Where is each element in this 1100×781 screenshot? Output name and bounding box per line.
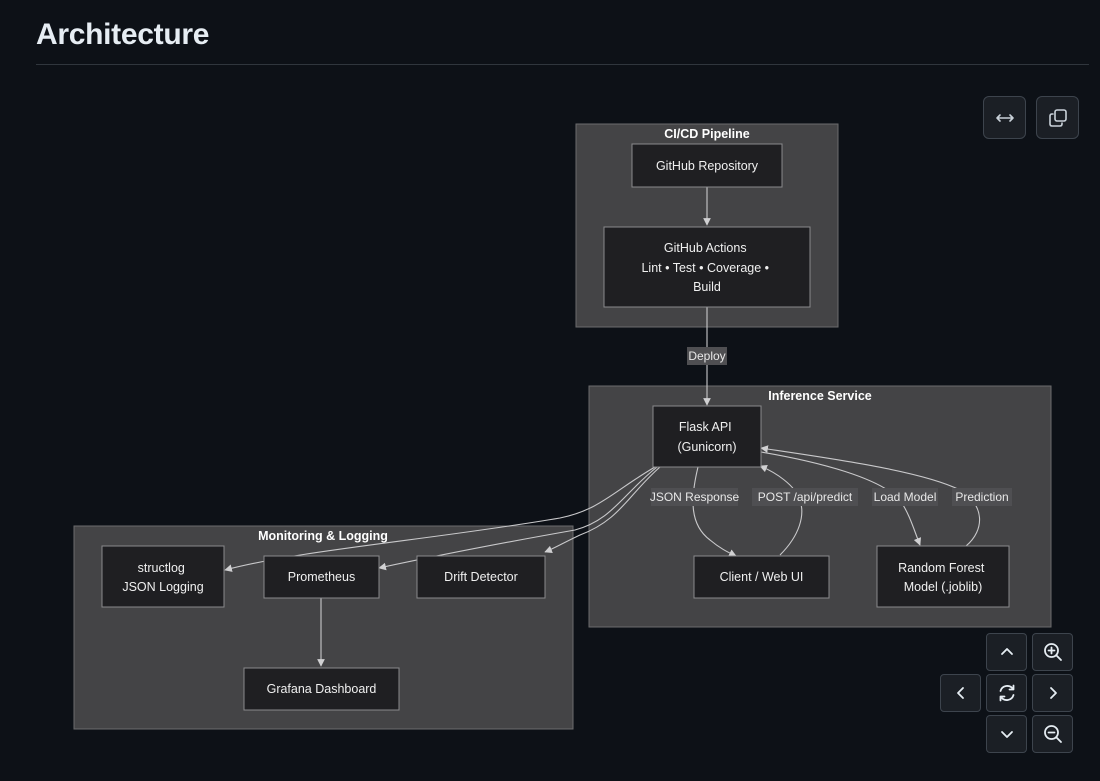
copy-button[interactable] [1036, 96, 1079, 139]
node-flask-api[interactable]: Flask API (Gunicorn) [652, 405, 762, 468]
svg-text:Prediction: Prediction [955, 490, 1008, 504]
node-structlog[interactable]: structlog JSON Logging [101, 545, 225, 608]
title-divider [36, 64, 1089, 65]
edge-label-deploy: Deploy [687, 347, 727, 365]
svg-text:Drift Detector: Drift Detector [444, 570, 518, 584]
page-title: Architecture [36, 18, 210, 51]
reset-icon [999, 684, 1014, 702]
svg-text:Random Forest Model (.jo: Random Forest Model (.joblib) [898, 561, 988, 594]
pan-down-button[interactable] [986, 715, 1027, 753]
svg-text:Grafana Dashboard: Grafana Dashboard [267, 682, 377, 696]
node-drift-detector[interactable]: Drift Detector [416, 555, 546, 599]
node-github-repository[interactable]: GitHub Repository [631, 143, 783, 188]
pan-down-icon [1000, 731, 1013, 738]
svg-text:structlog JSON Logging: structlog JSON Logging [122, 561, 203, 594]
svg-text:Client / Web UI: Client / Web UI [720, 570, 804, 584]
node-client-web-ui[interactable]: Client / Web UI [693, 555, 830, 599]
cluster-label: CI/CD Pipeline [664, 127, 749, 141]
expand-icon [995, 113, 1014, 122]
svg-text:GitHub Actions Lint • Te: GitHub Actions Lint • Test • Coverage • … [641, 241, 772, 294]
pan-left-icon [956, 687, 964, 699]
svg-text:JSON Response: JSON Response [650, 490, 740, 504]
svg-text:Deploy: Deploy [688, 349, 725, 363]
edge-model-to-flask [760, 445, 981, 547]
pan-up-icon [1000, 648, 1013, 655]
cluster-label: Inference Service [768, 389, 872, 403]
svg-text:GitHub Repository: GitHub Repository [656, 159, 759, 173]
node-random-forest-model[interactable]: Random Forest Model (.joblib) [876, 545, 1010, 608]
svg-text:Flask API (Gunicorn): Flask API (Gunicorn) [677, 420, 736, 454]
expand-button[interactable] [983, 96, 1026, 139]
svg-text:Prometheus: Prometheus [288, 570, 355, 584]
pan-up-button[interactable] [986, 633, 1027, 671]
edge-label-load-model: Load Model [872, 488, 938, 506]
zoom-in-button[interactable] [1032, 633, 1073, 671]
edge-label-prediction: Prediction [952, 488, 1012, 506]
zoom-out-icon [1043, 725, 1062, 743]
zoom-in-icon [1043, 643, 1062, 661]
cluster-label: Monitoring & Logging [258, 529, 388, 543]
zoom-out-button[interactable] [1032, 715, 1073, 753]
node-github-actions[interactable]: GitHub Actions Lint • Test • Coverage • … [603, 226, 811, 308]
node-prometheus[interactable]: Prometheus [263, 555, 380, 599]
edge-label-json-response: JSON Response [650, 488, 740, 506]
node-grafana-dashboard[interactable]: Grafana Dashboard [243, 667, 400, 711]
pan-right-icon [1049, 687, 1057, 699]
pan-right-button[interactable] [1032, 674, 1073, 712]
edge-label-post-predict: POST /api/predict [752, 488, 858, 506]
edge-flask-to-drift [544, 466, 661, 553]
reset-view-button[interactable] [986, 674, 1027, 712]
svg-text:POST /api/predict: POST /api/predict [758, 490, 853, 504]
pan-left-button[interactable] [940, 674, 981, 712]
svg-text:Load Model: Load Model [874, 490, 937, 504]
copy-icon [1048, 108, 1067, 127]
